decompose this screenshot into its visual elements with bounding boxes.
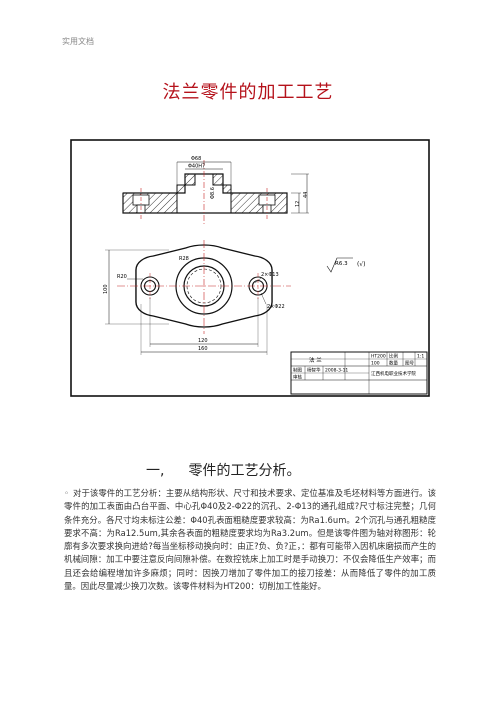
section-heading: 一, 零件的工艺分析。 [146, 460, 300, 480]
engineering-drawing: Φ68 Φ40H7 Φ8.6 12 44 [69, 138, 431, 398]
document-title: 法兰零件的加工工艺 [162, 82, 334, 103]
tb-designer: 杨智华 [307, 367, 321, 374]
section-number: 一, [146, 463, 165, 479]
dim-hole-1: 2×Φ13 [261, 272, 279, 278]
tb-count-value: 100 [371, 361, 380, 367]
roughness-main: R6.3 [335, 261, 348, 267]
dim-width-2: 160 [198, 346, 208, 352]
section-title: 零件的工艺分析。 [188, 463, 301, 479]
section-view: Φ68 Φ40H7 Φ8.6 12 44 [122, 156, 309, 224]
tb-drawn-label: 制图 [293, 367, 302, 374]
roughness-paren: (√) [357, 261, 366, 268]
tb-material: HT200 [371, 354, 386, 360]
dim-top-1: Φ68 [191, 156, 201, 162]
tb-scale-value: 1:1 [417, 354, 424, 360]
dim-r-center: R28 [179, 256, 189, 262]
page-header-label: 实用文档 [62, 37, 94, 46]
tb-sheet-label: 图号 [405, 361, 414, 367]
dim-width-1: 120 [198, 338, 208, 344]
roughness-symbol: R6.3 (√) [326, 257, 366, 273]
title-block: 法 兰 HT200 比例 1:1 100 数量 图号 制图 审核 杨智华 200… [290, 351, 428, 395]
tb-scale-label: 比例 [389, 353, 398, 360]
dim-right-1: 12 [295, 201, 301, 207]
drawing-frame [70, 139, 430, 397]
dim-bore: Φ8.6 [210, 187, 216, 199]
analysis-paragraph: ◦对于该零件的工艺分析：主要从结构形状、尺寸和技术要求、定位基准及毛坯材料等方面… [64, 487, 436, 593]
bullet-icon: ◦ [64, 488, 70, 498]
plan-view: R28 R20 2×Φ13 2×Φ22 100 120 160 [103, 240, 291, 355]
dim-hole-2: 2×Φ22 [267, 304, 285, 310]
dim-height: 100 [103, 284, 109, 294]
dim-left-r: R20 [117, 274, 127, 280]
tb-checked-label: 审核 [293, 374, 302, 381]
dim-right-2: 44 [303, 192, 309, 198]
tb-part-name: 法 兰 [309, 356, 322, 364]
tb-date: 2008-3-11 [325, 368, 348, 374]
tb-school: 江西机电职业技术学院 [371, 370, 416, 377]
tb-count-label: 数量 [389, 360, 398, 367]
dim-top-2: Φ40H7 [188, 164, 205, 170]
paragraph-text: 对于该零件的工艺分析：主要从结构形状、尺寸和技术要求、定位基准及毛坯材料等方面进… [64, 488, 436, 592]
